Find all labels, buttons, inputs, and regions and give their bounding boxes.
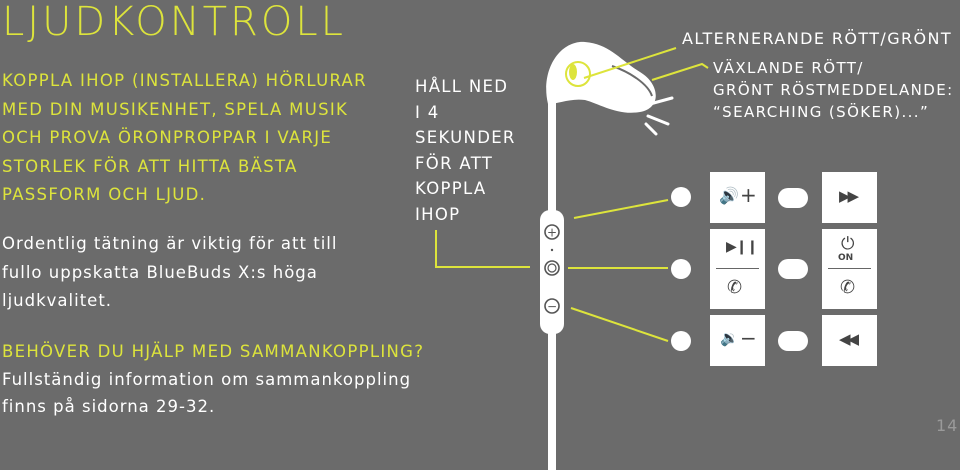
intro-text: KOPPLA IHOP (INSTALLERA) HÖRLURAR MED DI…: [2, 67, 402, 210]
fast-forward-icon: ▶▶: [839, 187, 859, 205]
hold-line: IHOP: [415, 204, 461, 224]
help-line: Fullständig information om sammankopplin…: [2, 370, 412, 389]
page-number: 14: [936, 416, 959, 435]
hold-line: KOPPLA: [415, 179, 487, 198]
volume-up-plus: +: [740, 183, 757, 207]
intro-line: PASSFORM OCH LJUD.: [2, 185, 207, 204]
seal-line: ljudkvalitet.: [2, 291, 113, 310]
led-detail-line: “SEARCHING (SÖKER)...”: [713, 103, 930, 121]
hold-line: FÖR ATT: [415, 153, 494, 173]
led-detail-line: GRÖNT RÖSTMEDDELANDE:: [713, 81, 954, 99]
cable-upper: [548, 100, 556, 220]
remote-middle-button: [544, 260, 560, 276]
hold-line: HÅLL NED: [415, 77, 509, 96]
fast-forward-tile: ▶▶: [822, 172, 877, 223]
remote-minus-symbol: −: [547, 300, 557, 314]
intro-line: STORLEK FÖR ATT HITTA BÄSTA: [2, 156, 298, 176]
help-line: finns på sidorna 29-32.: [2, 397, 216, 416]
seal-note: Ordentlig tätning är viktig för att till…: [2, 230, 402, 316]
led-heading: ALTERNERANDE RÖTT/GRÖNT: [682, 29, 953, 48]
intro-line: MED DIN MUSIKENHET, SPELA MUSIK: [2, 99, 349, 119]
end-call-icon: ✆: [840, 277, 856, 298]
led-rays-icon: [644, 96, 674, 136]
volume-up-icon: 🔊: [719, 186, 739, 205]
tile-divider: [716, 268, 759, 269]
page-title: LJUDKONTROLL: [2, 0, 346, 45]
volume-up-tile: 🔊 +: [710, 172, 765, 223]
remote-plus-button: [544, 224, 560, 240]
press-indicators: [671, 187, 808, 351]
led-detail: VÄXLANDE RÖTT/ GRÖNT RÖSTMEDDELANDE: “SE…: [713, 57, 960, 123]
help-heading: BEHÖVER DU HJÄLP MED SAMMANKOPPLING?: [2, 342, 425, 361]
remote-plus-symbol: +: [547, 226, 557, 240]
intro-line: KOPPLA IHOP (INSTALLERA) HÖRLURAR: [2, 71, 367, 90]
intro-line: OCH PROVA ÖRONPROPPAR I VARJE: [2, 128, 333, 147]
led-detail-line: VÄXLANDE RÖTT/: [713, 59, 864, 77]
rewind-icon: ◀◀: [839, 330, 859, 348]
hold-instruction: HÅLL NED I 4 SEKUNDER FÖR ATT KOPPLA IHO…: [415, 74, 535, 227]
seal-line: fullo uppskatta BlueBuds X:s höga: [2, 262, 318, 282]
volume-down-minus: −: [740, 326, 757, 350]
seal-line: Ordentlig tätning är viktig för att till: [2, 234, 338, 253]
hold-line: I 4: [415, 102, 440, 122]
rewind-tile: ◀◀: [822, 315, 877, 366]
callout-lines: [435, 47, 709, 342]
led-highlight-ring: [565, 61, 591, 87]
power-icon: ⏻: [841, 234, 855, 254]
volume-down-icon: 🔉: [720, 329, 739, 347]
remote-minus-button: [544, 298, 560, 314]
hold-line: SEKUNDER: [415, 128, 516, 147]
phone-icon: ✆: [727, 277, 743, 298]
cable-lower: [548, 330, 556, 470]
tile-divider: [828, 268, 871, 269]
volume-down-tile: 🔉 −: [710, 315, 765, 366]
power-call-tile: ⏻ ON ✆: [822, 229, 877, 309]
help-text: Fullständig information om sammankopplin…: [2, 366, 472, 420]
earbud-icon: [546, 41, 656, 113]
play-pause-icon: ▶❙❙: [726, 239, 758, 255]
power-on-label: ON: [838, 253, 854, 263]
play-phone-tile: ▶❙❙ ✆: [710, 229, 765, 309]
